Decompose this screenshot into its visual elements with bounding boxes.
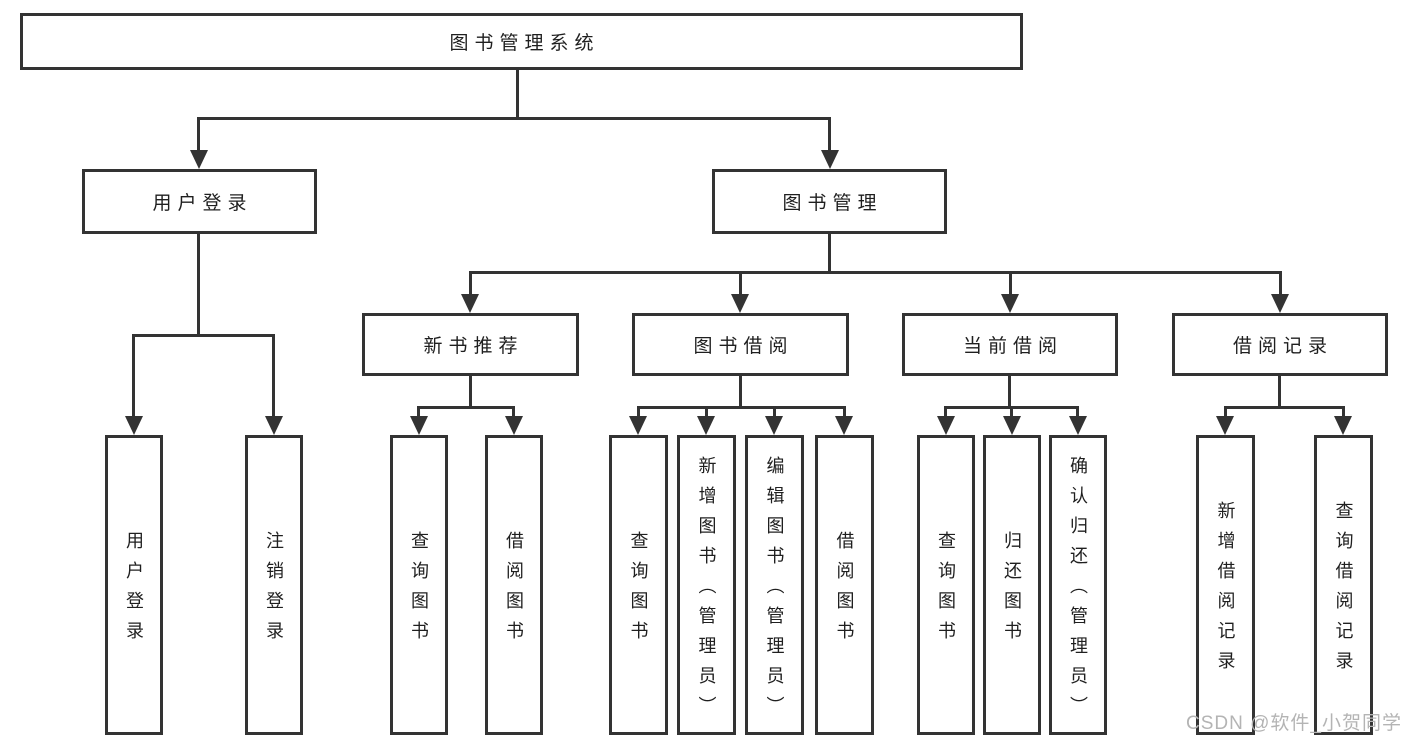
leaf-edit-book-admin: 编辑图书（管理员） <box>745 435 804 735</box>
leaf-query-book-borrowing-label: 查询图书 <box>628 531 649 651</box>
arrow-down-icon <box>1003 416 1021 435</box>
node-book-management: 图书管理 <box>712 169 947 234</box>
connector-line <box>197 117 200 153</box>
node-new-book-recommend: 新书推荐 <box>362 313 579 376</box>
connector-line <box>272 334 275 418</box>
leaf-confirm-return-admin-label: 确认归还（管理员） <box>1068 456 1088 726</box>
connector-line <box>828 234 831 274</box>
connector-line <box>1008 376 1011 409</box>
connector-line <box>637 406 640 419</box>
leaf-user-login-label: 用户登录 <box>124 531 144 651</box>
connector-line <box>469 376 472 409</box>
connector-line <box>944 406 947 419</box>
leaf-borrow-book-recommend: 借阅图书 <box>485 435 543 735</box>
connector-line <box>1009 271 1012 296</box>
leaf-borrow-book-borrowing-label: 借阅图书 <box>834 531 855 651</box>
connector-line <box>1224 406 1344 409</box>
leaf-logout-label: 注销登录 <box>264 531 284 651</box>
connector-line <box>198 117 831 120</box>
connector-line <box>512 406 515 419</box>
arrow-down-icon <box>190 150 208 169</box>
node-user-login-label: 用户登录 <box>152 193 253 214</box>
node-current-borrowing: 当前借阅 <box>902 313 1118 376</box>
arrow-down-icon <box>461 294 479 313</box>
connector-line <box>1224 406 1227 419</box>
connector-line <box>1342 406 1345 419</box>
node-book-borrowing: 图书借阅 <box>632 313 849 376</box>
connector-line <box>469 271 472 296</box>
leaf-logout: 注销登录 <box>245 435 303 735</box>
connector-line <box>132 334 275 337</box>
connector-line <box>417 406 420 419</box>
connector-line <box>469 271 1282 274</box>
arrow-down-icon <box>505 416 523 435</box>
connector-line <box>843 406 846 419</box>
leaf-return-book-label: 归还图书 <box>1002 531 1022 651</box>
arrow-down-icon <box>821 150 839 169</box>
node-library-system-label: 图书管理系统 <box>449 33 600 54</box>
connector-line <box>197 234 200 337</box>
leaf-add-book-admin-label: 新增图书（管理员） <box>696 456 717 726</box>
leaf-query-book-borrowing: 查询图书 <box>609 435 668 735</box>
leaf-query-book-recommend: 查询图书 <box>390 435 448 735</box>
node-new-book-recommend-label: 新书推荐 <box>423 336 524 357</box>
leaf-user-login: 用户登录 <box>105 435 163 735</box>
arrow-down-icon <box>265 416 283 435</box>
leaf-query-borrow-record-label: 查询借阅记录 <box>1333 501 1354 681</box>
node-borrowing-records-label: 借阅记录 <box>1232 336 1333 357</box>
connector-line <box>1076 406 1079 419</box>
connector-line <box>705 406 708 419</box>
leaf-query-book-recommend-label: 查询图书 <box>409 531 429 651</box>
arrow-down-icon <box>1334 416 1352 435</box>
connector-line <box>828 117 831 153</box>
arrow-down-icon <box>410 416 428 435</box>
arrow-down-icon <box>125 416 143 435</box>
connector-line <box>417 406 515 409</box>
arrow-down-icon <box>835 416 853 435</box>
connector-line <box>1010 406 1013 419</box>
leaf-query-book-current: 查询图书 <box>917 435 975 735</box>
arrow-down-icon <box>937 416 955 435</box>
connector-line <box>739 271 742 296</box>
leaf-return-book: 归还图书 <box>983 435 1041 735</box>
connector-line <box>637 406 846 409</box>
leaf-add-book-admin: 新增图书（管理员） <box>677 435 736 735</box>
connector-line <box>132 334 135 418</box>
arrow-down-icon <box>1001 294 1019 313</box>
arrow-down-icon <box>1069 416 1087 435</box>
node-borrowing-records: 借阅记录 <box>1172 313 1388 376</box>
leaf-add-borrow-record: 新增借阅记录 <box>1196 435 1255 735</box>
leaf-query-book-current-label: 查询图书 <box>936 531 956 651</box>
arrow-down-icon <box>731 294 749 313</box>
connector-line <box>516 70 519 118</box>
leaf-query-borrow-record: 查询借阅记录 <box>1314 435 1373 735</box>
arrow-down-icon <box>1216 416 1234 435</box>
connector-line <box>1278 376 1281 409</box>
leaf-add-borrow-record-label: 新增借阅记录 <box>1215 501 1236 681</box>
leaf-confirm-return-admin: 确认归还（管理员） <box>1049 435 1107 735</box>
connector-line <box>773 406 776 419</box>
node-user-login: 用户登录 <box>82 169 317 234</box>
arrow-down-icon <box>765 416 783 435</box>
arrow-down-icon <box>697 416 715 435</box>
node-library-system: 图书管理系统 <box>20 13 1023 70</box>
leaf-edit-book-admin-label: 编辑图书（管理员） <box>764 456 785 726</box>
leaf-borrow-book-recommend-label: 借阅图书 <box>504 531 524 651</box>
arrow-down-icon <box>1271 294 1289 313</box>
node-current-borrowing-label: 当前借阅 <box>962 336 1063 357</box>
arrow-down-icon <box>629 416 647 435</box>
node-book-borrowing-label: 图书借阅 <box>693 336 794 357</box>
connector-line <box>739 376 742 409</box>
connector-line <box>1279 271 1282 296</box>
node-book-management-label: 图书管理 <box>782 193 883 214</box>
watermark: CSDN @软件_小贺同学 <box>1186 713 1402 734</box>
leaf-borrow-book-borrowing: 借阅图书 <box>815 435 874 735</box>
